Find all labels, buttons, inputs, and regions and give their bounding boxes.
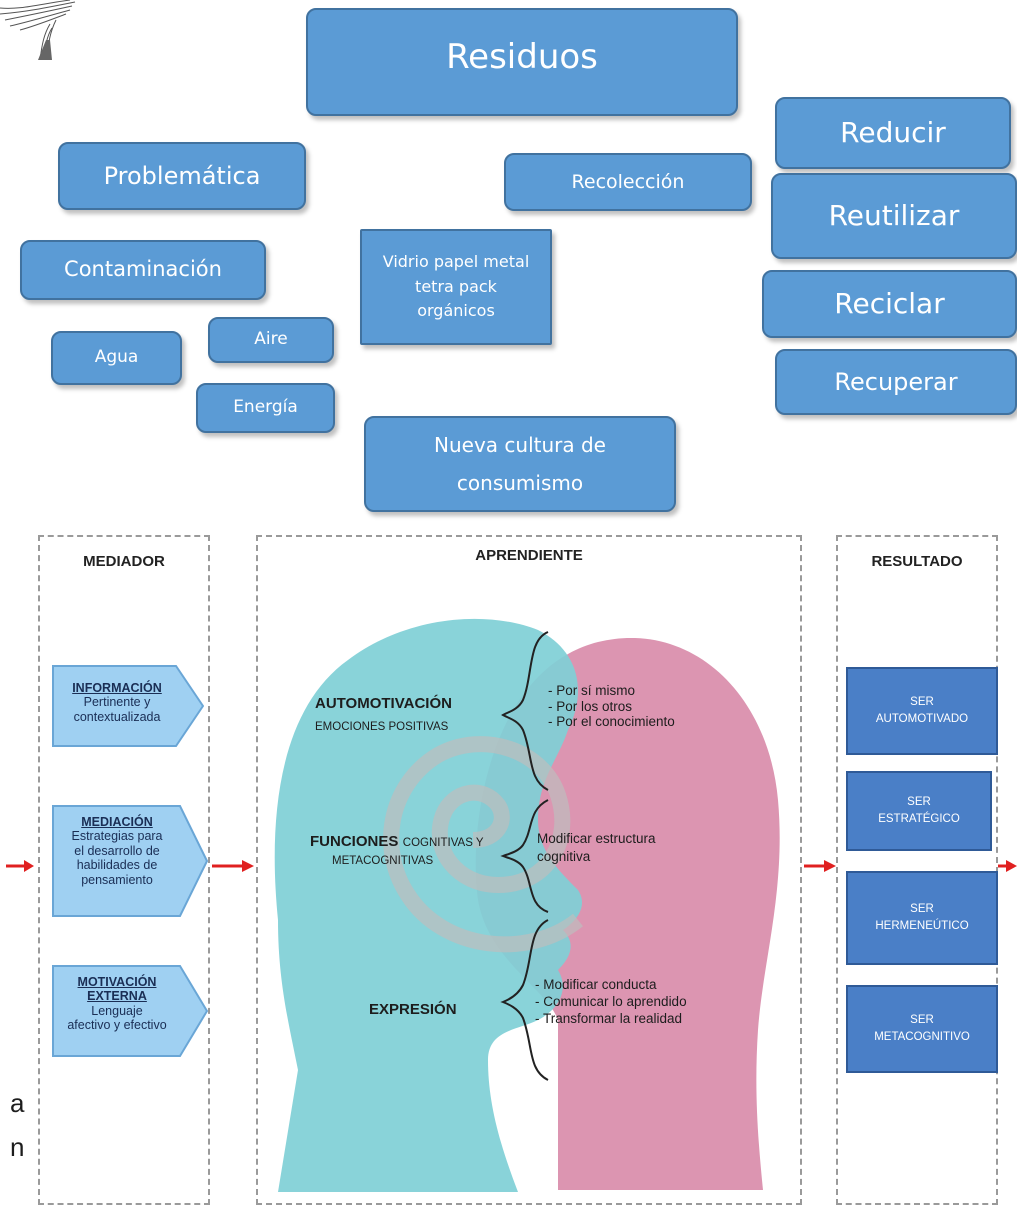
resultado-panel: RESULTADO SER AUTOMOTIVADO SER ESTRATÉGI…: [836, 535, 998, 1205]
agua-label: Agua: [94, 347, 139, 368]
mediacion-line-1: Estrategias para: [71, 829, 163, 844]
cognitivas-text: COGNITIVAS Y: [402, 837, 484, 849]
resultado-automotivado: SER AUTOMOTIVADO: [846, 667, 998, 755]
problematica-label: Problemática: [103, 162, 261, 190]
informacion-heading: INFORMACIÓN: [72, 681, 162, 695]
spiral: [383, 736, 583, 953]
res-1-line-1: SER: [910, 695, 934, 708]
res-4-line-1: SER: [910, 1013, 934, 1026]
cyan-head: [274, 618, 583, 1192]
fragment-n: n: [10, 1132, 25, 1162]
resultado-metacognitivo: SER METACOGNITIVO: [846, 985, 998, 1073]
mediacion-heading: MEDIACIÓN: [81, 815, 153, 829]
nueva-cultura-line-2: consumismo: [456, 471, 584, 495]
reducir-box: Reducir: [775, 97, 1011, 169]
agua-box: Agua: [51, 331, 182, 385]
aire-box: Aire: [208, 317, 334, 363]
automotivacion-list: - Por sí mismo - Por los otros - Por el …: [548, 683, 675, 730]
recoleccion-box: Recolección: [504, 153, 752, 211]
res-2-line-1: SER: [907, 795, 931, 808]
reducir-label: Reducir: [840, 116, 946, 149]
res-3-line-2: HERMENEÚTICO: [875, 920, 969, 932]
func-item-1: Modificar estructura: [537, 831, 656, 846]
expr-item-1: - Modificar conducta: [535, 977, 657, 992]
problematica-box: Problemática: [58, 142, 306, 210]
recuperar-label: Recuperar: [834, 368, 958, 396]
mediador-mediacion: MEDIACIÓN Estrategias para el desarrollo…: [52, 805, 208, 917]
motivacion-line-2: afectivo y efectivo: [67, 1018, 167, 1033]
auto-item-3: - Por el conocimiento: [548, 714, 675, 730]
funciones-label: FUNCIONES COGNITIVAS Y: [310, 833, 484, 851]
resultado-hermeneutico: SER HERMENEÚTICO: [846, 871, 998, 965]
recuperar-box: Recuperar: [775, 349, 1017, 415]
res-4-line-2: METACOGNITIVO: [874, 1031, 970, 1043]
informacion-line-2: contextualizada: [73, 709, 161, 724]
residuos-box: Residuos: [306, 8, 738, 116]
metacognitivas-label: METACOGNITIVAS: [332, 855, 434, 867]
res-2-line-2: ESTRATÉGICO: [878, 813, 960, 825]
materiales-line-1: Vidrio papel metal: [382, 251, 530, 271]
informacion-line-1: Pertinente y: [83, 695, 151, 710]
mediador-informacion-arrow-shape: [52, 665, 204, 747]
funciones-text: FUNCIONES: [310, 833, 399, 850]
expr-item-3: - Transformar la realidad: [535, 1010, 683, 1026]
funciones-list: Modificar estructura cognitiva: [537, 830, 656, 865]
heads-illustration: [274, 618, 780, 1192]
mediador-motivacion-arrow-shape: [52, 965, 208, 1057]
flow-arrows: [6, 860, 1017, 872]
expresion-label: EXPRESIÓN: [369, 1001, 457, 1018]
tree-illustration: [0, 0, 76, 61]
materiales-line-3: orgánicos: [417, 301, 495, 321]
mediacion-line-3: habilidades de: [76, 858, 158, 873]
contaminacion-label: Contaminación: [64, 257, 222, 282]
mediacion-line-2: el desarrollo de: [74, 843, 160, 858]
nueva-cultura-line-1: Nueva cultura de: [434, 433, 606, 457]
reutilizar-box: Reutilizar: [771, 173, 1017, 259]
motivacion-heading: MOTIVACIÓN: [77, 975, 157, 989]
mediador-informacion: INFORMACIÓN Pertinente y contextualizada: [52, 665, 204, 747]
materiales-line-2: tetra pack: [415, 276, 497, 296]
contaminacion-box: Contaminación: [20, 240, 266, 300]
res-3-line-1: SER: [910, 902, 934, 915]
reciclar-box: Reciclar: [762, 270, 1017, 338]
mediador-mediacion-arrow-shape: [52, 805, 208, 917]
reutilizar-label: Reutilizar: [828, 199, 960, 232]
resultado-estrategico: SER ESTRATÉGICO: [846, 771, 992, 851]
recoleccion-label: Recolección: [571, 170, 685, 193]
automotivacion-label: AUTOMOTIVACIÓN: [315, 695, 452, 712]
energia-box: Energía: [196, 383, 335, 433]
expr-item-2: - Comunicar lo aprendido: [535, 993, 687, 1009]
auto-item-2: - Por los otros: [548, 698, 633, 714]
expresion-list: - Modificar conducta - Comunicar lo apre…: [535, 977, 687, 1028]
mediador-motivacion: MOTIVACIÓN EXTERNA Lenguaje afectivo y e…: [52, 965, 208, 1057]
curly-braces: [500, 631, 549, 1081]
energia-label: Energía: [233, 397, 298, 418]
reciclar-label: Reciclar: [834, 287, 945, 320]
func-item-2: cognitiva: [537, 848, 591, 864]
materiales-box: Vidrio papel metal tetra pack orgánicos: [360, 229, 552, 345]
res-1-line-2: AUTOMOTIVADO: [875, 713, 969, 725]
motivacion-heading-2: EXTERNA: [87, 989, 147, 1004]
resultado-title: RESULTADO: [871, 553, 963, 570]
auto-item-1: - Por sí mismo: [548, 683, 636, 698]
emociones-label: EMOCIONES POSITIVAS: [315, 721, 449, 733]
nueva-cultura-box: Nueva cultura de consumismo: [364, 416, 676, 512]
fragment-a: a: [10, 1088, 25, 1118]
mediacion-line-4: pensamiento: [81, 872, 153, 887]
motivacion-line-1: Lenguaje: [91, 1003, 143, 1018]
aprendiente-title: APRENDIENTE: [475, 547, 583, 564]
aire-label: Aire: [254, 329, 288, 350]
residuos-label: Residuos: [446, 37, 598, 77]
mediador-title: MEDIADOR: [83, 553, 165, 570]
